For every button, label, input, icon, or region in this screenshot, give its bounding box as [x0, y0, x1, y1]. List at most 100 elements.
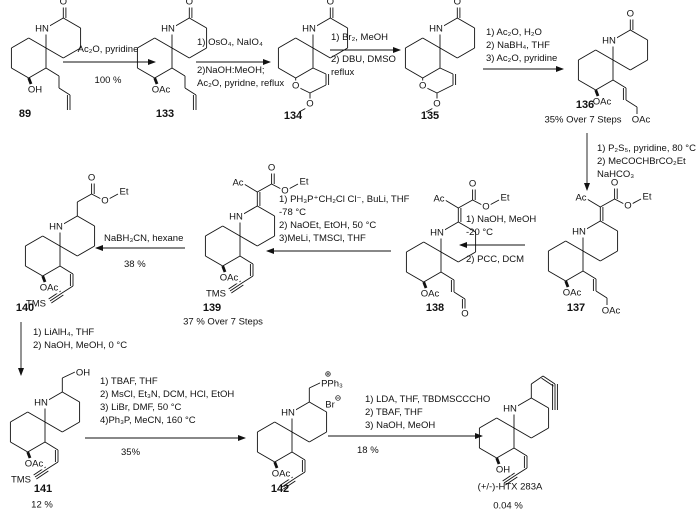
bond	[44, 441, 59, 451]
compound-structure-2	[277, 6, 349, 113]
bond	[44, 421, 63, 433]
atom-label: HN	[602, 36, 616, 47]
reagent-line: Ac₂O, pyridine	[77, 44, 139, 55]
atom-label: O	[624, 201, 631, 212]
bond	[59, 265, 74, 275]
reagent-line: NaBH₃CN, hexane	[104, 233, 184, 244]
bond	[257, 205, 275, 217]
bond	[278, 37, 296, 49]
step4-reagents: 1) Ac₂O, H₂O 2) NaBH₄, THF 3) Ac₂O, pyri…	[486, 26, 557, 65]
bond	[51, 294, 64, 304]
bond	[440, 251, 459, 263]
atom-label: Br	[325, 400, 335, 411]
bond	[582, 250, 601, 262]
bond	[278, 67, 296, 79]
bond	[542, 375, 556, 385]
bond	[62, 371, 76, 379]
bond	[531, 427, 549, 439]
bond	[184, 87, 197, 96]
bond	[27, 411, 46, 423]
atom-label: TMS	[11, 475, 31, 486]
atom-label: O	[186, 0, 193, 8]
bond	[61, 285, 74, 294]
yield-text: 35%	[121, 447, 141, 458]
reagent-line: 3) LiBr, DMF, 50 °C	[100, 402, 182, 413]
bond	[423, 271, 442, 283]
bond	[59, 245, 78, 257]
bond	[312, 47, 331, 59]
yield-136: 35% Over 7 Steps	[544, 114, 622, 126]
step10-reagents: 1) TBAF, THF 2) MsCl, Et₃N, DCM, HCl, Et…	[100, 375, 234, 427]
atom-label: OH	[496, 465, 510, 476]
bond	[49, 292, 63, 302]
bond	[58, 87, 71, 96]
compound-label-141: 141	[33, 483, 53, 495]
reagent-line: 2) MsCl, Et₃N, DCM, HCl, EtOH	[100, 389, 235, 400]
bond	[273, 461, 279, 469]
atom-label: HN	[281, 408, 295, 419]
bond	[458, 221, 476, 233]
compound-label-89: 89	[18, 108, 32, 120]
bond	[295, 67, 314, 79]
atom-label: OAc	[220, 273, 239, 284]
atom-label: ⊕	[325, 370, 332, 379]
step6-reagents: 1) NaOH, MeOH -20 °C	[466, 213, 536, 239]
yield-htx: 0.04 %	[493, 500, 523, 512]
bond	[28, 67, 47, 79]
reagent-line: 3) Ac₂O, pyridine	[486, 53, 558, 64]
compound-label-htx-283a: (+/-)-HTX 283A	[477, 481, 543, 493]
bond	[10, 441, 28, 453]
bond	[439, 67, 454, 75]
bond	[513, 427, 532, 439]
reagent-line: 1) Br₂, MeOH	[331, 32, 388, 43]
bond	[444, 199, 459, 209]
bond	[154, 37, 173, 49]
bond	[436, 84, 454, 94]
bond	[77, 215, 95, 227]
compound-structure-10	[256, 381, 328, 490]
reagent-line: 1) TBAF, THF	[100, 376, 158, 387]
atom-label: HN	[229, 212, 243, 223]
reagent-line: 2) NaOH, MeOH, 0 °C	[33, 340, 128, 351]
bond	[496, 417, 515, 429]
compound-structure-9	[9, 371, 81, 480]
atom-label: OAc	[563, 288, 582, 299]
atom-label: OAc	[25, 459, 44, 470]
bond	[222, 225, 241, 237]
bond	[62, 391, 80, 403]
bond	[34, 468, 48, 478]
reagent-line: -20 °C	[466, 227, 494, 238]
yield-text: 18 %	[357, 445, 379, 456]
atom-label: Et	[120, 187, 129, 198]
bond	[27, 77, 33, 85]
bond	[503, 474, 517, 484]
reagent-line: 1) NaOH, MeOH	[466, 214, 537, 225]
atom-label: O	[611, 178, 618, 189]
bond	[548, 270, 566, 282]
bond	[27, 441, 46, 453]
bond	[513, 447, 528, 457]
bond	[309, 431, 327, 443]
bond	[531, 375, 544, 385]
atom-label: OAc	[40, 283, 59, 294]
compound-label-138: 138	[425, 302, 445, 314]
bond	[205, 225, 223, 237]
step3-reagents-below: 2) DBU, DMSO reflux	[331, 53, 396, 79]
atom-label: O	[101, 196, 108, 207]
bond	[221, 265, 227, 273]
atom-label: O	[281, 186, 288, 197]
bond	[565, 240, 584, 252]
bond	[312, 67, 327, 75]
bond	[422, 37, 441, 49]
bond	[458, 199, 473, 209]
bond	[453, 291, 466, 300]
bond	[10, 411, 28, 423]
bond	[45, 47, 64, 59]
bond	[137, 37, 155, 49]
atom-label: O	[454, 0, 461, 8]
bond	[241, 275, 254, 284]
step9-reagents: 1) LiAlH₄, THF 2) NaOH, MeOH, 0 °C	[33, 326, 127, 352]
step5-reagents: 1) P₂S₅, pyridine, 80 °C 2) MeCOCHBrCO₂E…	[597, 142, 696, 181]
